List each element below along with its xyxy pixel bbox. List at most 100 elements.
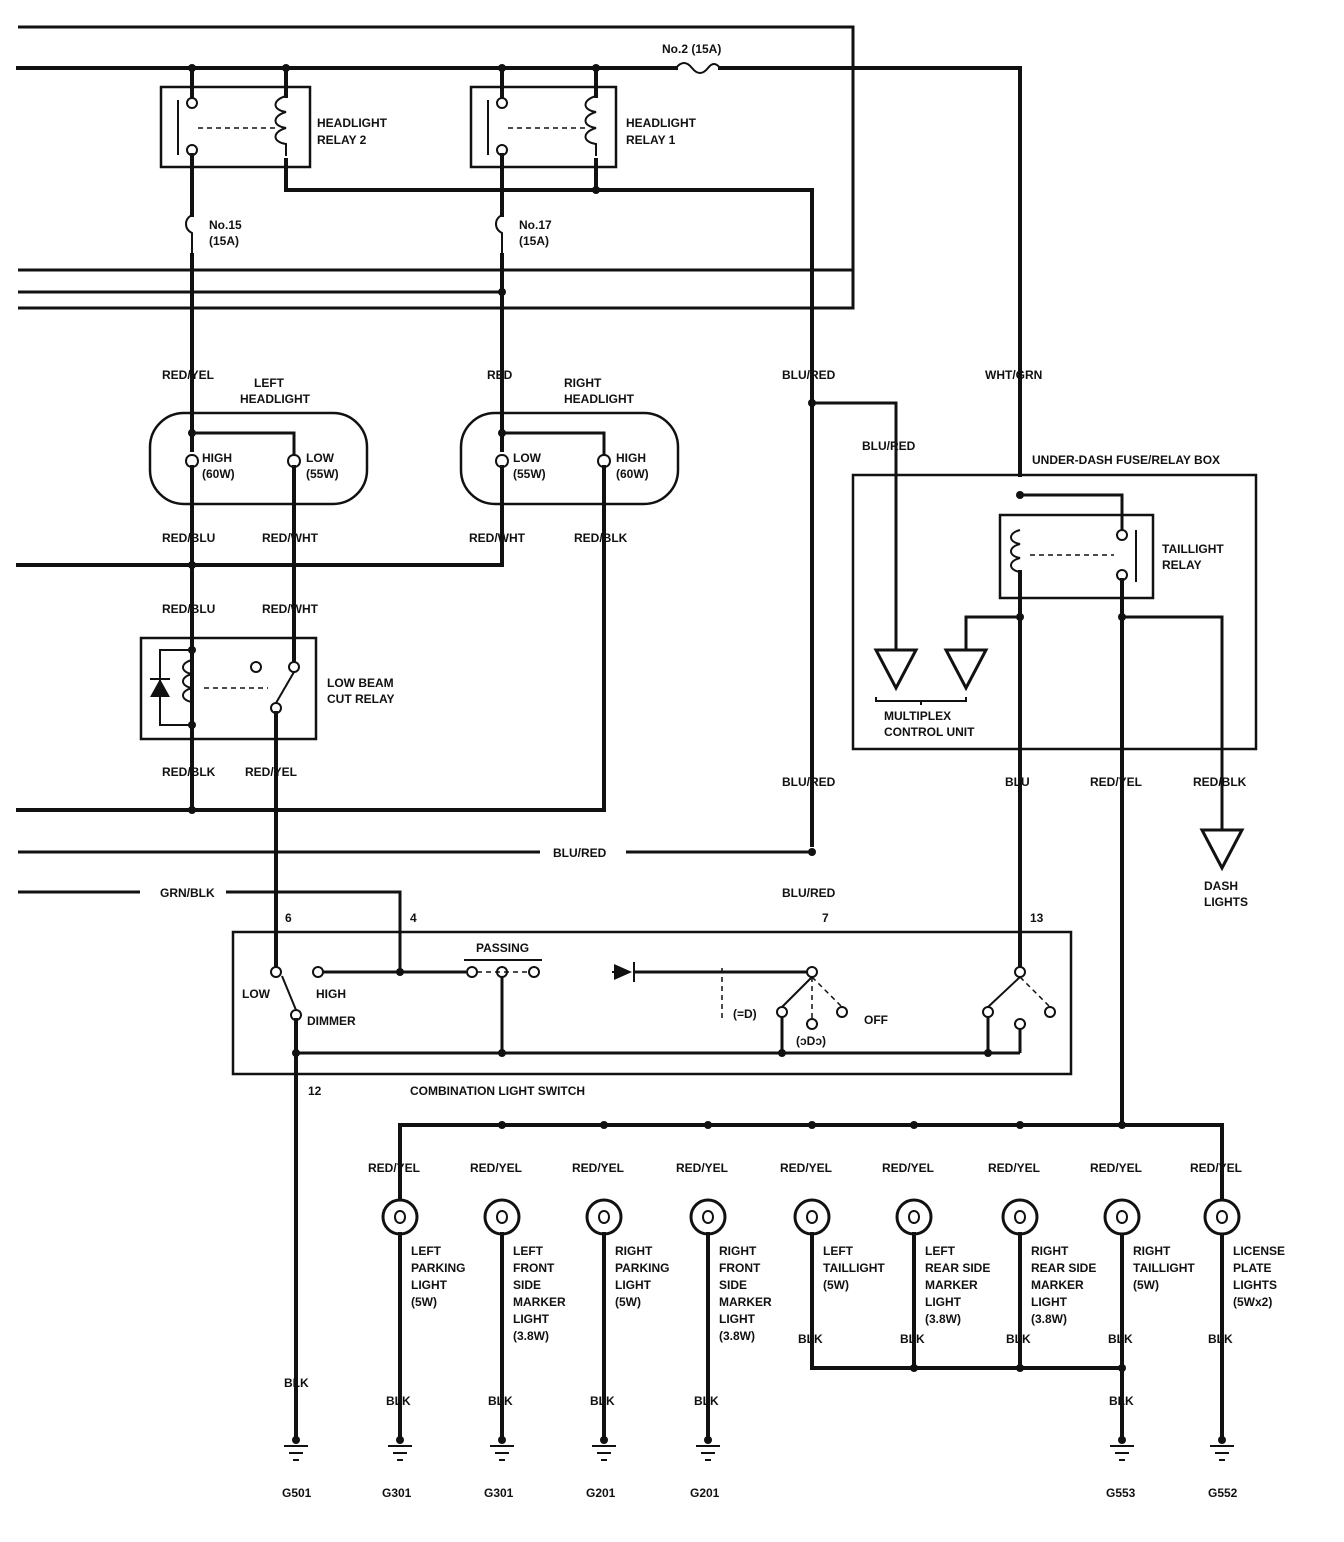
- headlight-relay-1-label-1: HEADLIGHT: [626, 116, 697, 130]
- wire-label-red-wht-1: RED/WHT: [262, 531, 319, 545]
- bulb-label-line: LEFT: [823, 1244, 854, 1258]
- taillight-relay-label-1: TAILLIGHT: [1162, 542, 1224, 556]
- left-headlight-title-2: HEADLIGHT: [240, 392, 311, 406]
- fuse-no15-rating: (15A): [209, 234, 239, 248]
- bulb-lamp-icon: [1001, 1198, 1039, 1236]
- fuse-no15: No.15 (15A): [185, 214, 242, 452]
- ground-g553: G553: [1106, 1486, 1136, 1500]
- ground-symbols: [284, 1436, 1234, 1461]
- bulb-wire-label: RED/YEL: [780, 1161, 832, 1175]
- taillight-relay-label-2: RELAY: [1162, 558, 1202, 572]
- bulb-label-line: (5W): [823, 1278, 849, 1292]
- bulb-ground-wire-label: BLK: [386, 1394, 411, 1408]
- right-headlight-title-1: RIGHT: [564, 376, 602, 390]
- bulb-ground-wire-label: BLK: [488, 1394, 513, 1408]
- bulb-ground-wire-label: BLK: [900, 1332, 925, 1346]
- ground-icon: [696, 1436, 720, 1461]
- multiplex-label-2: CONTROL UNIT: [884, 725, 975, 739]
- ground-icon: [1210, 1436, 1234, 1461]
- wire-label-blu-red-3: BLU/RED: [782, 775, 836, 789]
- switch-pin-13: 13: [1030, 911, 1044, 925]
- wire-label-red-blk-1: RED/BLK: [574, 531, 628, 545]
- bulb-lamp-icon: [381, 1198, 419, 1236]
- bulb-wire-label: RED/YEL: [1190, 1161, 1242, 1175]
- fuse-no17-label: No.17: [519, 218, 552, 232]
- bulb-lamp-icon: [585, 1198, 623, 1236]
- bulb-wire-label: RED/YEL: [1090, 1161, 1142, 1175]
- left-headlight: LEFT HEADLIGHT HIGH (60W) LOW (55W): [148, 376, 369, 812]
- bulb-label-line: (5W): [411, 1295, 437, 1309]
- bulb-wire-label: RED/YEL: [882, 1161, 934, 1175]
- bulb-label-line: RIGHT: [719, 1244, 757, 1258]
- bulb-label-line: LEFT: [411, 1244, 442, 1258]
- switch-high: HIGH: [316, 987, 346, 1001]
- bulb-label-line: PLATE: [1233, 1261, 1271, 1275]
- ground-blk-main: BLK: [284, 1376, 309, 1390]
- bulb-label-line: (3.8W): [513, 1329, 549, 1343]
- bulb-label-line: (3.8W): [719, 1329, 755, 1343]
- low-beam-cut-relay-label-1: LOW BEAM: [327, 676, 394, 690]
- bulb-ground-label: G201: [690, 1486, 720, 1500]
- bulb-ground-wire-label: BLK: [1006, 1332, 1031, 1346]
- bulb-label-line: LIGHT: [719, 1312, 756, 1326]
- wire-label-red-blk-2: RED/BLK: [162, 765, 216, 779]
- bulb-label-line: LEFT: [513, 1244, 544, 1258]
- switch-pin-7: 7: [822, 911, 829, 925]
- low-beam-cut-relay-label-2: CUT RELAY: [327, 692, 395, 706]
- wire-label-red-blk-3: RED/BLK: [1193, 775, 1247, 789]
- switch-pos-a: (=D): [733, 1007, 757, 1021]
- bulb-5: RED/YEL LEFT TAILLIGHT (5W) BLK: [780, 1161, 885, 1370]
- bulb-label-line: FRONT: [513, 1261, 555, 1275]
- bulb-label-line: FRONT: [719, 1261, 761, 1275]
- wire-label-blu: BLU: [1005, 775, 1030, 789]
- right-headlight-title-2: HEADLIGHT: [564, 392, 635, 406]
- right-headlight-high: HIGH: [616, 451, 646, 465]
- bulb-label-line: LIGHT: [411, 1278, 448, 1292]
- left-headlight-high: HIGH: [202, 451, 232, 465]
- wire-label-red-yel-3: RED/YEL: [1090, 775, 1142, 789]
- ground-icon: [388, 1436, 412, 1461]
- bulb-ground-wire-label: BLK: [590, 1394, 615, 1408]
- bulb-label-line: PARKING: [411, 1261, 465, 1275]
- bulb-ground-wire-label: BLK: [694, 1394, 719, 1408]
- bulb-label-line: REAR SIDE: [925, 1261, 990, 1275]
- headlight-relay-2: HEADLIGHT RELAY 2: [159, 66, 598, 217]
- dash-lights-label-2: LIGHTS: [1204, 895, 1248, 909]
- bulb-ground-wire-label: BLK: [798, 1332, 823, 1346]
- top-power-wiring: [16, 25, 1022, 477]
- bulb-wire-label: RED/YEL: [988, 1161, 1040, 1175]
- bulb-label-line: LIGHT: [925, 1295, 962, 1309]
- wire-label-blu-red-4: BLU/RED: [782, 886, 836, 900]
- ground-icon: [284, 1436, 308, 1461]
- switch-off: OFF: [864, 1013, 888, 1027]
- right-headlight-low: LOW: [513, 451, 542, 465]
- wire-label-grn-blk: GRN/BLK: [160, 886, 215, 900]
- wire-label-red-blu-2: RED/BLU: [162, 602, 215, 616]
- combination-light-switch: 6 4 7 13 12 COMBINATION LIGHT SWITCH LOW…: [231, 911, 1073, 1442]
- left-headlight-low: LOW: [306, 451, 335, 465]
- ground-g501: G501: [282, 1486, 312, 1500]
- bulb-label-line: TAILLIGHT: [823, 1261, 885, 1275]
- ground-icon: [592, 1436, 616, 1461]
- wire-label-wht-grn: WHT/GRN: [985, 368, 1042, 382]
- switch-passing: PASSING: [476, 941, 529, 955]
- left-headlight-low-w: (55W): [306, 467, 339, 481]
- bulb-lamp-icon: [1203, 1198, 1241, 1236]
- right-headlight-low-w: (55W): [513, 467, 546, 481]
- bulb-label-line: RIGHT: [615, 1244, 653, 1258]
- under-dash-fuse-relay-box: UNDER-DASH FUSE/RELAY BOX MULTIPLEX CONT…: [808, 399, 1258, 1127]
- headlight-relay-2-label-2: RELAY 2: [317, 133, 367, 147]
- bulb-wire-label: RED/YEL: [572, 1161, 624, 1175]
- fuse-no15-label: No.15: [209, 218, 242, 232]
- right-headlight: RIGHT HEADLIGHT LOW (55W) HIGH (60W): [16, 376, 680, 812]
- fuse-no17-rating: (15A): [519, 234, 549, 248]
- bulb-label-line: LIGHT: [615, 1278, 652, 1292]
- bulb-label-line: LICENSE: [1233, 1244, 1285, 1258]
- switch-pos-b: (ᴐDᴐ): [796, 1034, 826, 1048]
- bulb-ground-label: G201: [586, 1486, 616, 1500]
- bulbs: RED/YELLEFTPARKINGLIGHT(5W)BLKG301RED/YE…: [368, 1161, 1285, 1500]
- bulb-label-line: LIGHT: [513, 1312, 550, 1326]
